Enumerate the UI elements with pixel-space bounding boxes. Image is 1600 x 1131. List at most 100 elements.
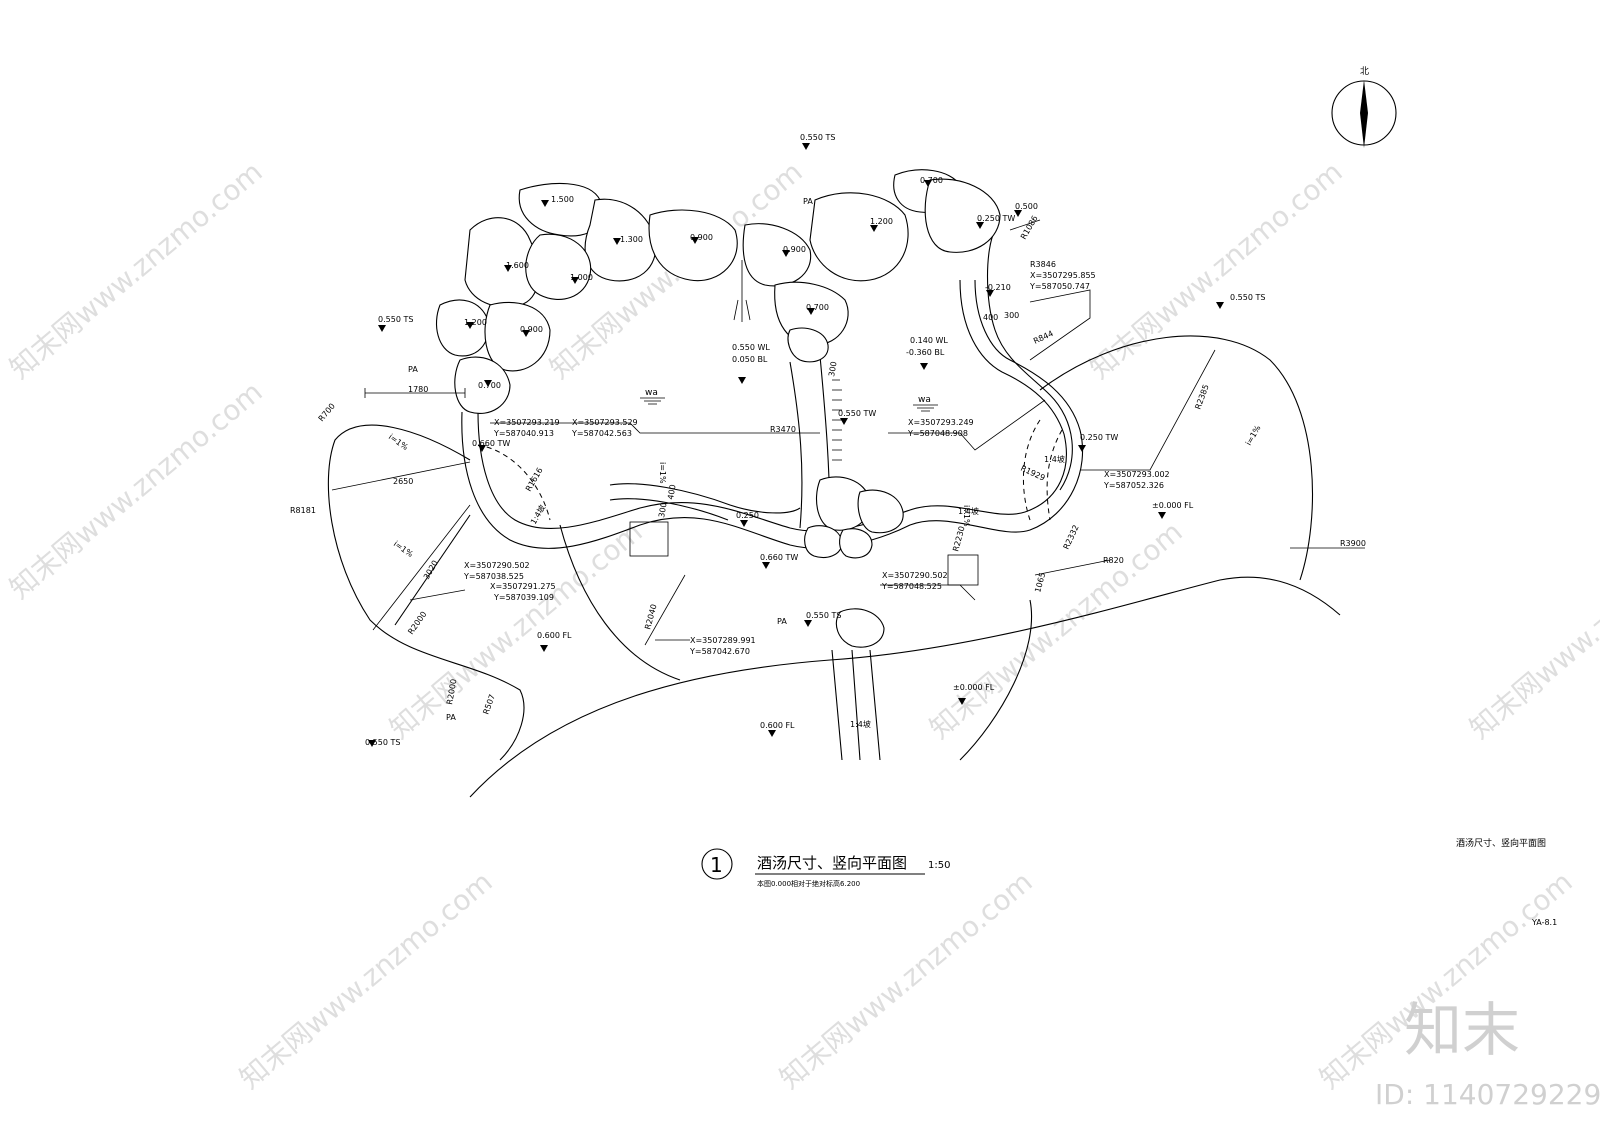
drawing-scale: 1:50 (928, 860, 950, 871)
water-level: 0.140 WL (910, 336, 948, 345)
elevation-label: 0.900 (520, 325, 543, 334)
elevation-label: 1.000 (570, 273, 593, 282)
dimension: i=1% (1244, 423, 1263, 447)
leader-lines (331, 219, 1365, 646)
coord-y: Y=587042.670 (689, 647, 750, 656)
elevation-label: 1.200 (870, 217, 893, 226)
coord-x: X=3507293.249 (908, 418, 974, 427)
drawing-title-block: 1 酒汤尺寸、竖向平面图 1:50 本图0.000相对于绝对标高6.200 酒汤… (701, 837, 1557, 927)
elevation-label: 0.700 (478, 381, 501, 390)
dimension: R507 (481, 693, 497, 716)
dimension: R1086 (1019, 214, 1040, 241)
dimension: R700 (317, 402, 337, 424)
dimension: 2650 (393, 477, 413, 486)
coord-x: X=3507289.991 (690, 636, 756, 645)
coord-x: X=3507295.855 (1030, 271, 1096, 280)
brand-logo: 知末 (1404, 996, 1520, 1064)
dimension: R3846 (1030, 260, 1056, 269)
dimension: R844 (1032, 329, 1055, 346)
elevation-label: 1.200 (464, 318, 487, 327)
area-label: PA (803, 197, 813, 206)
coordinate-labels: X=3507293.219 Y=587040.913 X=3507293.529… (463, 271, 1170, 656)
watermark-text: 知末网www.znzmo.com (233, 865, 498, 1095)
elevation-label: 0.250 TW (977, 214, 1015, 223)
elevation-label: 0.900 (783, 245, 806, 254)
dimension: i=1% (962, 505, 971, 527)
elevation-label: 0.250 TW (1080, 433, 1118, 442)
dimension: R8181 (290, 506, 316, 515)
coord-x: X=3507293.219 (494, 418, 560, 427)
coord-y: Y=587042.563 (571, 429, 632, 438)
coord-x: X=3507291.275 (490, 582, 556, 591)
dimension: 400 (983, 313, 998, 322)
elevation-label: -0.210 (985, 283, 1011, 292)
dimension: i=1% (387, 432, 410, 452)
dimension: 300 (1004, 311, 1019, 320)
elevation-label: 0.250 (736, 511, 759, 520)
water-symbol: wa (918, 395, 931, 405)
north-label: 北 (1360, 66, 1369, 77)
dimension: 1:4坡 (1044, 454, 1065, 464)
coord-x: X=3507290.502 (464, 561, 530, 570)
coord-y: Y=587040.913 (493, 429, 554, 438)
elevation-label: 1.300 (620, 235, 643, 244)
watermark-text: 知末网www.znzmo.com (3, 375, 268, 605)
dimension: 400 (666, 484, 678, 501)
elevation-label: 1.600 (506, 261, 529, 270)
dimension: 1:4坡 (958, 506, 979, 516)
elevation-label: 0.550 TS (365, 738, 400, 747)
drawing-index: 1 (710, 853, 723, 877)
coord-y: Y=587038.525 (463, 572, 524, 581)
coord-y: Y=587050.747 (1029, 282, 1090, 291)
area-label: PA (446, 713, 456, 722)
drawing-note: 本图0.000相对于绝对标高6.200 (757, 879, 860, 888)
area-label: PA (408, 365, 418, 374)
area-labels: PA PA PA PA (408, 197, 813, 722)
area-label: PA (777, 617, 787, 626)
coord-y: Y=587048.525 (881, 582, 942, 591)
coord-y: Y=587039.109 (493, 593, 554, 602)
dimension: 1780 (408, 385, 428, 394)
elevation-label: 0.900 (690, 233, 713, 242)
water-level: 0.550 WL (732, 343, 770, 352)
elevation-label: ±0.000 FL (1152, 501, 1194, 510)
coord-y: Y=587048.908 (907, 429, 968, 438)
elevation-label: 0.600 FL (760, 721, 795, 730)
dimension: i=1% (658, 462, 667, 484)
elevation-label: ±0.000 FL (953, 683, 995, 692)
elevation-label: 0.660 TW (760, 553, 798, 562)
elevation-markers (368, 143, 1224, 747)
brand-watermark: 知末 ID: 1140729229 (1375, 996, 1600, 1111)
elevation-labels: 0.550 TS 0.550 TS 0.550 TS 0.550 TS 0.55… (365, 133, 1265, 747)
north-arrow: 北 (1331, 66, 1397, 148)
elevation-label: 0.550 TS (806, 611, 841, 620)
dimension: R2230 (951, 525, 966, 552)
dimension: R3900 (1340, 539, 1366, 548)
dimension: R1616 (524, 466, 545, 493)
dimension: 300 (827, 361, 839, 378)
watermark-text: 知末网www.znzmo.com (773, 865, 1038, 1095)
elevation-label: 1.500 (551, 195, 574, 204)
elevation-label: 0.550 TW (838, 409, 876, 418)
watermark-text: 知末网www.znzmo.com (1083, 155, 1348, 385)
water-symbol: wa (645, 388, 658, 398)
dimension: R2000 (445, 678, 458, 705)
dimension: 3020 (422, 559, 440, 581)
water-level-labels: 0.550 WL 0.050 BL wa 0.140 WL -0.360 BL … (640, 336, 948, 412)
elevation-label: 0.500 (1015, 202, 1038, 211)
bottom-level: 0.050 BL (732, 355, 768, 364)
coord-x: X=3507293.002 (1104, 470, 1170, 479)
dimension: 1:4坡 (850, 719, 871, 729)
terrain-lines (327, 335, 1341, 798)
sheet-title: 酒汤尺寸、竖向平面图 (1456, 837, 1546, 849)
elevation-label: 0.550 TS (1230, 293, 1265, 302)
watermark-text: 知末网www.znzmo.com (923, 515, 1188, 745)
watermark-text: 知末网www.znzmo.com (383, 515, 648, 745)
elevation-label: 0.550 TS (800, 133, 835, 142)
rocks (436, 169, 1001, 648)
watermark-id: ID: 1140729229 (1375, 1078, 1600, 1111)
dimension: R2000 (406, 610, 428, 636)
dimension: i=1% (392, 539, 415, 559)
sheet-number: YA-8.1 (1531, 918, 1557, 927)
